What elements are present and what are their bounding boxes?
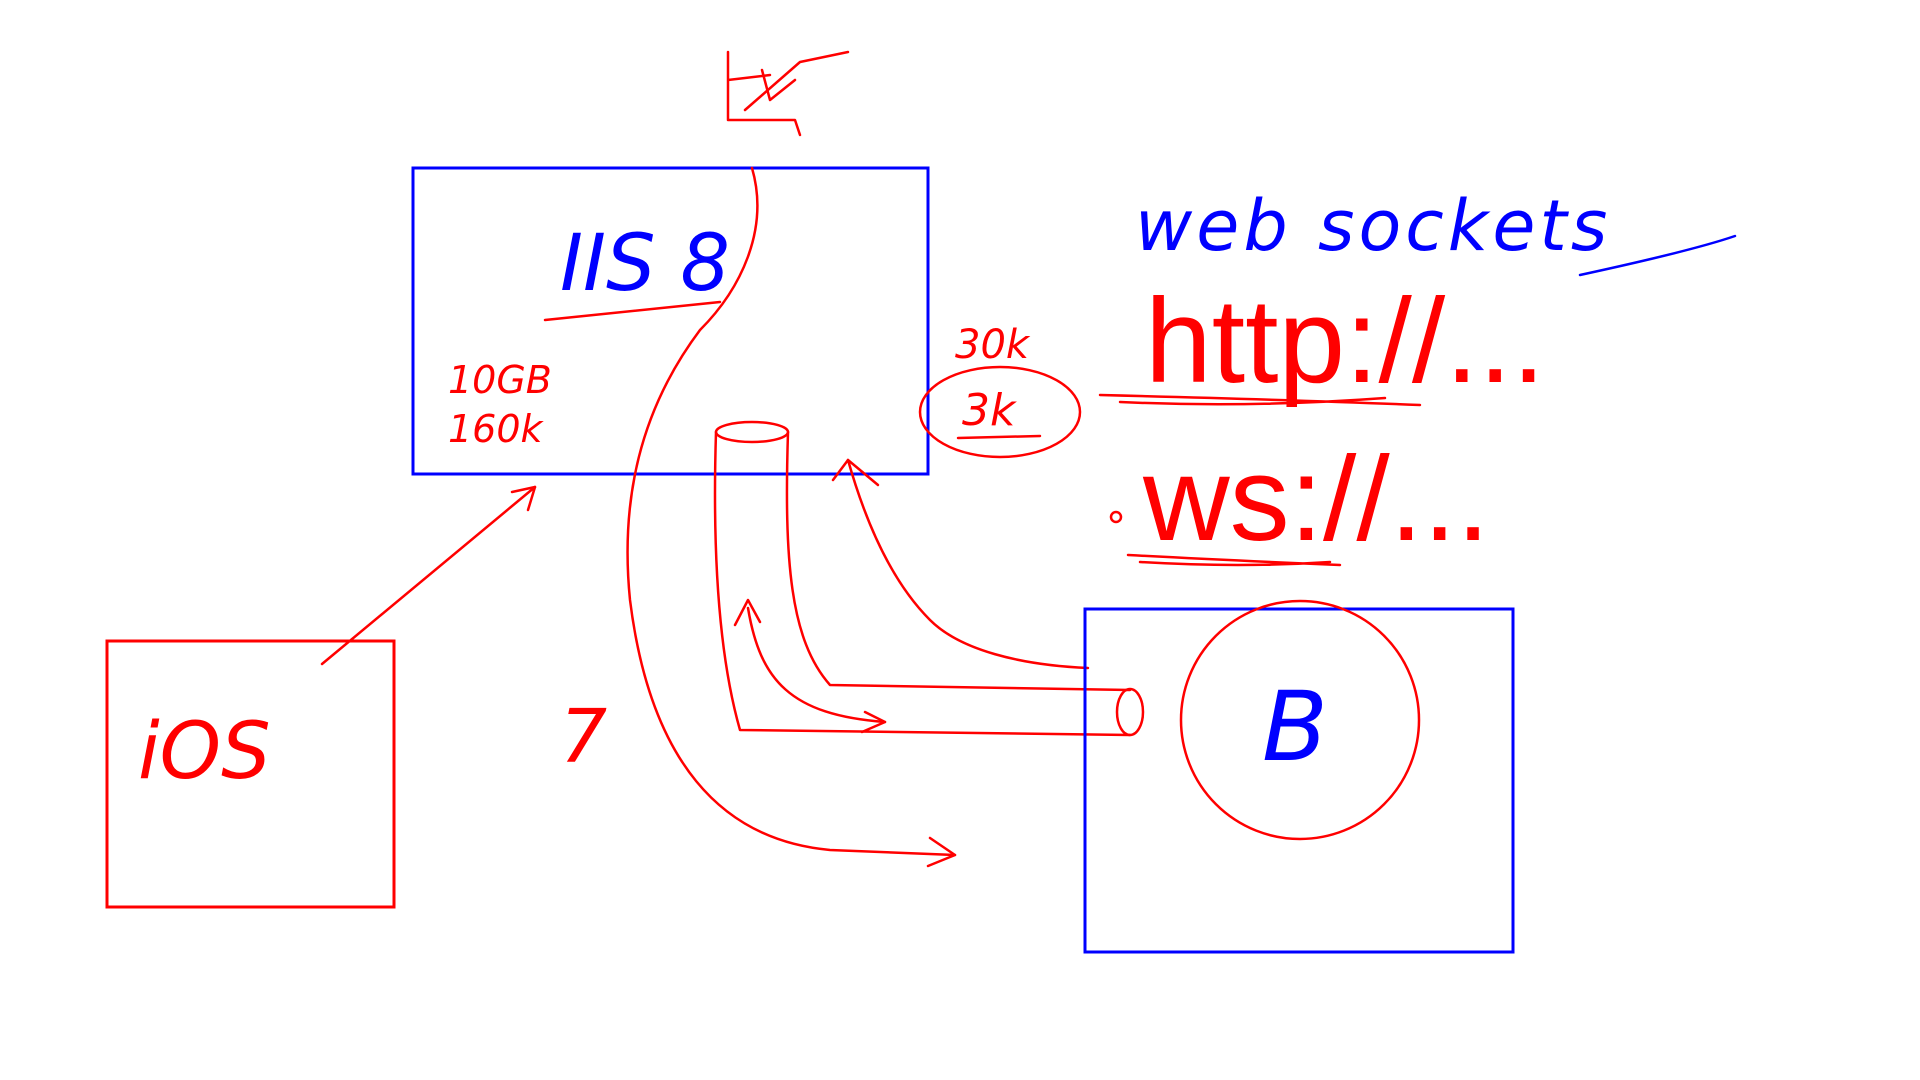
number-seven: 7 <box>560 694 607 780</box>
pipe-end-ellipse <box>1115 687 1145 737</box>
database-icon <box>726 50 850 137</box>
ios-to-iis-arrowhead <box>510 485 537 512</box>
count-circle <box>918 365 1082 459</box>
flow-curve-arrowhead <box>926 836 957 868</box>
return-arrowhead <box>831 458 880 487</box>
bullet-dot <box>1109 510 1123 524</box>
b-label: B <box>1262 671 1328 783</box>
return-arrow <box>846 458 1090 670</box>
websockets-note: web sockets <box>1135 185 1611 267</box>
iis-server-box <box>411 166 930 476</box>
count-underline <box>956 434 1042 440</box>
count-top: 30k <box>955 322 1031 368</box>
pipe-inner-arrow <box>746 606 887 724</box>
b-server-box <box>1083 607 1515 954</box>
pipe-top-ellipse <box>714 420 790 444</box>
iis-underline <box>543 300 722 322</box>
pipe-inner-arrowhead-right <box>860 710 887 734</box>
http-underline <box>1098 393 1422 407</box>
http-protocol: http://... <box>1145 274 1545 408</box>
ios-label: iOS <box>138 707 271 797</box>
count-bottom: 3k <box>962 385 1017 436</box>
ios-to-iis-arrow <box>320 485 537 666</box>
b-circle <box>1179 599 1421 841</box>
pipe-body <box>713 430 1132 737</box>
iis-label: IIS 8 <box>560 219 730 309</box>
connections-note: 160k <box>448 407 545 451</box>
memory-note: 10GB <box>448 358 552 402</box>
ws-underline <box>1126 553 1342 567</box>
ios-client-box <box>105 639 396 909</box>
pipe-inner-arrowhead-up <box>733 598 762 627</box>
websockets-underline <box>1578 234 1737 277</box>
flow-curve <box>626 166 957 857</box>
ws-protocol: ws://... <box>1142 432 1490 566</box>
